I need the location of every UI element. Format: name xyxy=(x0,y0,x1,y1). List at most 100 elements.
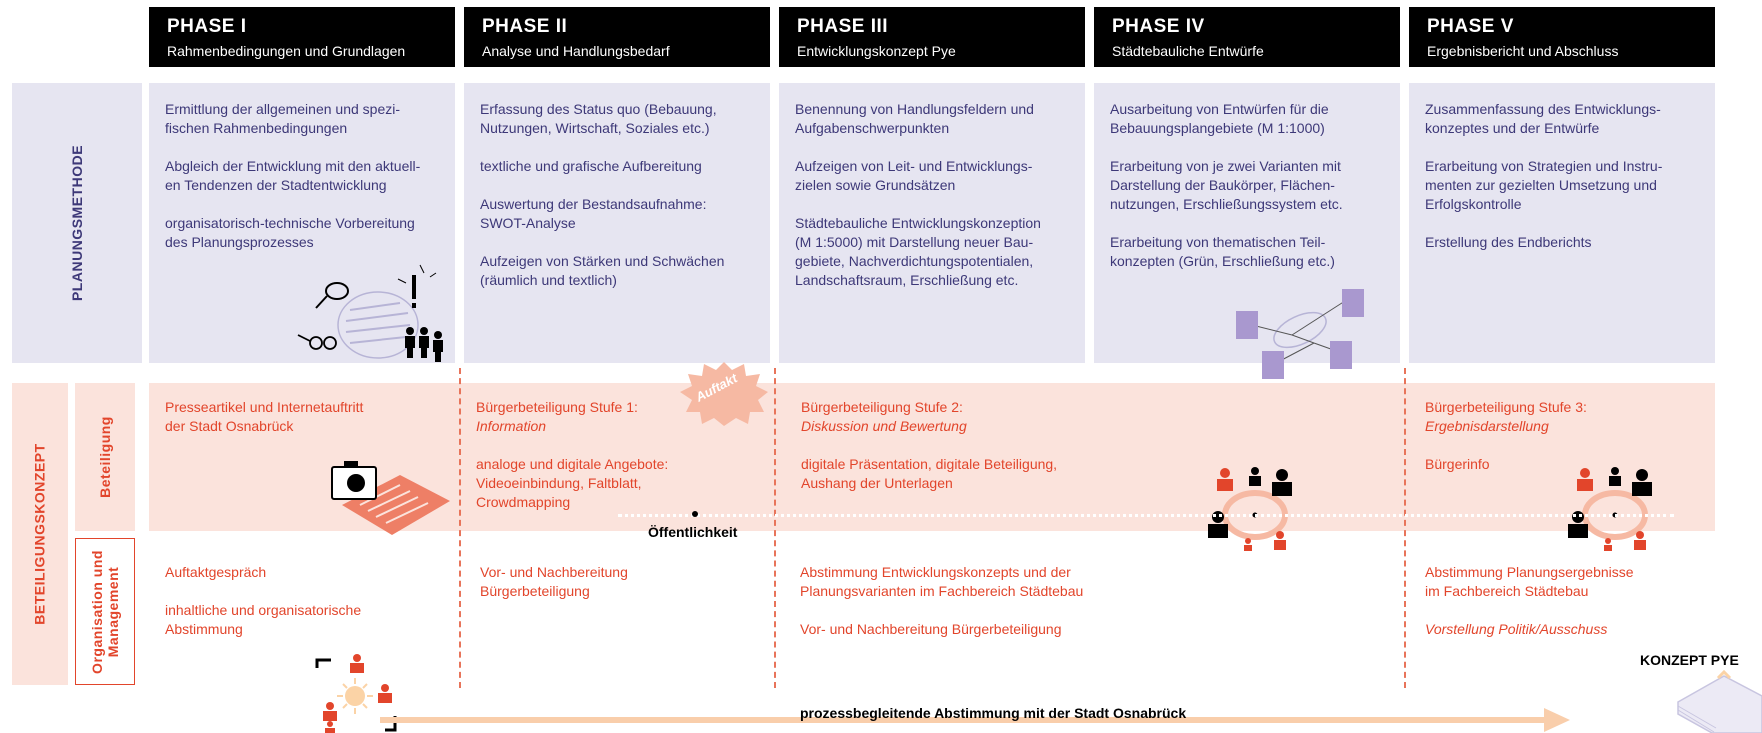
phase-number: PHASE III xyxy=(797,16,889,37)
beteiligungskonzept-label: BETEILIGUNGSKONZEPT xyxy=(32,443,48,625)
planung-item: Städtebauliche Entwicklungskonzeption (M… xyxy=(795,215,1041,288)
planung-item: Zusammenfassung des Entwicklungs- konzep… xyxy=(1425,101,1661,136)
organisation-col-2: Vor- und Nachbereitung Bürgerbeteiligung xyxy=(480,563,765,620)
stufe-3-text: Bürgerinfo xyxy=(1425,456,1490,472)
planung-item: Erstellung des Endberichts xyxy=(1425,234,1592,250)
phase-title: Rahmenbedingungen und Grundlagen xyxy=(167,43,406,59)
planung-item: Ermittlung der allgemeinen und spezi- fi… xyxy=(165,101,401,136)
organisation-item: Auftaktgespräch xyxy=(165,564,267,580)
public-timeline xyxy=(618,514,1674,517)
public-marker xyxy=(692,511,698,517)
beteiligung-label: Beteiligung xyxy=(97,416,114,498)
process-arrow-label: prozessbegleitende Abstimmung mit der St… xyxy=(800,705,1187,721)
organisation-col-3: Abstimmung Entwicklungskonzepts und der … xyxy=(800,563,1120,658)
phase-title: Analyse und Handlungsbedarf xyxy=(482,43,670,59)
newspaper-icon xyxy=(342,475,450,535)
separator-line xyxy=(774,368,776,688)
planung-col-5: Zusammenfassung des Entwicklungs- konzep… xyxy=(1425,100,1715,271)
stufe-1-subtitle: Information xyxy=(476,418,547,434)
participation-group-2 xyxy=(1568,467,1652,551)
organisation-label-line-1: Organisation und xyxy=(89,549,106,674)
phase-number: PHASE I xyxy=(167,16,247,37)
organisation-label-box: Organisation und Management xyxy=(75,538,135,685)
organisation-col-1: Auftaktgespräch inhaltliche und organisa… xyxy=(165,563,450,658)
phase-2-header: PHASE II Analyse und Handlungsbedarf xyxy=(464,7,770,67)
plan-network-illustration xyxy=(1236,289,1364,379)
organisation-item: Vor- und Nachbereitung Bürgerbeteiligung xyxy=(480,564,628,599)
document-icon xyxy=(1236,289,1364,379)
people-icon xyxy=(1568,467,1652,551)
stufe-3-title: Bürgerbeteiligung Stufe 3: xyxy=(1425,399,1587,415)
phase-number: PHASE IV xyxy=(1112,16,1205,37)
stufe-2-text: digitale Präsentation, digitale Beteilig… xyxy=(801,456,1058,491)
phase-4-header: PHASE IV Städtebauliche Entwürfe xyxy=(1094,7,1400,67)
magnifier-icon xyxy=(315,282,349,309)
exclamation-icon xyxy=(397,264,437,308)
planung-band-3 xyxy=(779,83,1085,363)
participation-group-1 xyxy=(1208,467,1292,551)
kickoff-illustration xyxy=(315,654,397,733)
planung-item: Erarbeitung von Strategien und Instru- m… xyxy=(1425,158,1663,212)
auftakt-badge xyxy=(680,362,768,426)
people-icon xyxy=(323,654,392,733)
phase-number: PHASE V xyxy=(1427,16,1514,37)
organisation-label-line-2: Management xyxy=(105,566,122,657)
phase-5-header: PHASE V Ergebnisbericht und Abschluss xyxy=(1409,7,1715,67)
planung-band-2 xyxy=(464,83,770,363)
planung-item: organisatorisch-technische Vorbereitung … xyxy=(165,215,415,250)
planung-band-5 xyxy=(1409,83,1715,363)
planung-item: Benennung von Handlungsfeldern und Aufga… xyxy=(795,101,1034,136)
planung-col-3: Benennung von Handlungsfeldern und Aufga… xyxy=(795,100,1085,309)
beteiligung-col-3: Bürgerbeteiligung Stufe 2: Diskussion un… xyxy=(801,398,1101,512)
phase-title: Städtebauliche Entwürfe xyxy=(1112,43,1264,59)
planung-item: Erarbeitung von thematischen Teil- konze… xyxy=(1110,234,1335,269)
planung-item: Erarbeitung von je zwei Varianten mit Da… xyxy=(1110,158,1343,212)
planung-item: Aufzeigen von Stärken und Schwächen (räu… xyxy=(480,253,725,288)
process-arrow xyxy=(380,708,1570,732)
camera-icon xyxy=(331,461,377,500)
beteiligung-label-box: Beteiligung xyxy=(75,383,135,531)
beteiligung-col-1: Presseartikel und Internetauftritt der S… xyxy=(165,398,450,455)
beteiligungskonzept-label-box: BETEILIGUNGSKONZEPT xyxy=(12,383,68,685)
planungsmethode-label-box: PLANUNGSMETHODE xyxy=(12,83,142,363)
sun-icon xyxy=(337,678,373,714)
stufe-1-text: analoge und digitale Angebote: Videoeinb… xyxy=(476,456,669,510)
separator-line xyxy=(459,368,461,688)
press-illustration xyxy=(331,461,450,535)
glasses-icon xyxy=(297,334,337,350)
people-icon xyxy=(405,327,443,362)
organisation-item: Abstimmung Planungsergebnisse im Fachber… xyxy=(1425,564,1634,599)
organisation-col-5: Abstimmung Planungsergebnisse im Fachber… xyxy=(1425,563,1710,658)
phase-3-header: PHASE III Entwicklungskonzept Pye xyxy=(779,7,1085,67)
phase-title: Ergebnisbericht und Abschluss xyxy=(1427,43,1619,59)
stufe-2-subtitle: Diskussion und Bewertung xyxy=(801,418,967,434)
planungsmethode-label: PLANUNGSMETHODE xyxy=(69,144,85,302)
stufe-1-title: Bürgerbeteiligung Stufe 1: xyxy=(476,399,638,415)
planung-item: Aufzeigen von Leit- und Entwicklungs- zi… xyxy=(795,158,1033,193)
planung-item: Ausarbeitung von Entwürfen für die Bebau… xyxy=(1110,101,1329,136)
planung-item: textliche und grafische Aufbereitung xyxy=(480,158,702,174)
planung-col-2: Erfassung des Status quo (Bebauung, Nutz… xyxy=(480,100,770,309)
beteiligung-text: Presseartikel und Internetauftritt der S… xyxy=(165,399,364,434)
phase-1-header: PHASE I Rahmenbedingungen und Grundlagen xyxy=(149,7,455,67)
organisation-item: inhaltliche und organisatorische Abstimm… xyxy=(165,602,362,637)
planung-col-1: Ermittlung der allgemeinen und spezi- fi… xyxy=(165,100,455,271)
planung-item: Erfassung des Status quo (Bebauung, Nutz… xyxy=(480,101,717,136)
beteiligung-col-5: Bürgerbeteiligung Stufe 3: Ergebnisdarst… xyxy=(1425,398,1705,493)
people-icon xyxy=(1208,467,1292,551)
organisation-label: Organisation und Management xyxy=(89,550,121,674)
organisation-item: Abstimmung Entwicklungskonzepts und der … xyxy=(800,564,1084,599)
hatched-blob-icon xyxy=(337,291,419,359)
planung-item: Abgleich der Entwicklung mit den aktuell… xyxy=(165,158,421,193)
organisation-italic-item: Vorstellung Politik/Ausschuss xyxy=(1425,621,1608,637)
oeffentlichkeit-label: Öffentlichkeit xyxy=(648,524,738,540)
stufe-3-subtitle: Ergebnisdarstellung xyxy=(1425,418,1549,434)
beteiligung-col-2: Bürgerbeteiligung Stufe 1: Information a… xyxy=(476,398,766,531)
organisation-item: Vor- und Nachbereitung Bürgerbeteiligung xyxy=(800,621,1062,637)
report-stack-icon xyxy=(1677,669,1762,733)
planung-col-4: Ausarbeitung von Entwürfen für die Bebau… xyxy=(1110,100,1400,290)
phase-number: PHASE II xyxy=(482,16,568,37)
stufe-2-title: Bürgerbeteiligung Stufe 2: xyxy=(801,399,963,415)
analysis-illustration xyxy=(297,264,443,362)
phase-title: Entwicklungskonzept Pye xyxy=(797,43,956,59)
